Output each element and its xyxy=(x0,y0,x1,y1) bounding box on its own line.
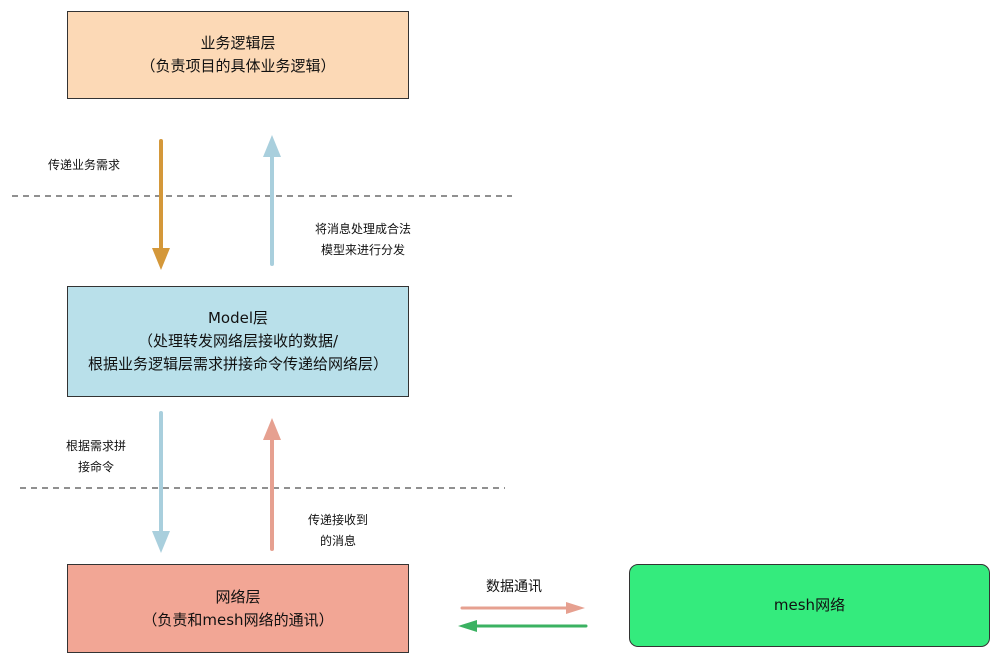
arrow-right-network-to-mesh xyxy=(460,602,585,614)
arrow-down-model-to-network xyxy=(152,411,170,553)
arrow-up-model-to-business xyxy=(263,135,281,266)
network-layer-title: 网络层 xyxy=(215,587,261,606)
label-pass-business-request: 传递业务需求 xyxy=(48,158,121,172)
network-layer-subtitle: （负责和mesh网络的通讯） xyxy=(142,610,334,629)
model-layer-box: Model层 （处理转发网络层接收的数据/ 根据业务逻辑层需求拼接命令传递给网络… xyxy=(67,286,409,397)
label-process-message: 将消息处理成合法 模型来进行分发 xyxy=(315,222,412,257)
business-layer-title: 业务逻辑层 xyxy=(200,34,276,52)
label-splice-command: 根据需求拼 接命令 xyxy=(66,439,127,474)
label-data-communication: 数据通讯 xyxy=(486,579,542,595)
arrow-up-network-to-model xyxy=(263,418,281,551)
mesh-network-box: mesh网络 xyxy=(629,564,990,647)
business-layer-subtitle: （负责项目的具体业务逻辑） xyxy=(140,57,336,75)
mesh-network-title: mesh网络 xyxy=(773,596,846,614)
model-layer-desc-line2: 根据业务逻辑层需求拼接命令传递给网络层） xyxy=(87,355,388,373)
model-layer-title: Model层 xyxy=(207,309,269,327)
network-layer-box: 网络层 （负责和mesh网络的通讯） xyxy=(67,564,409,653)
label-pass-received-message: 传递接收到 的消息 xyxy=(308,513,369,548)
arrow-down-business-to-model xyxy=(152,139,170,270)
arrow-left-mesh-to-network xyxy=(458,620,588,632)
business-logic-layer-box: 业务逻辑层 （负责项目的具体业务逻辑） xyxy=(67,11,409,99)
model-layer-desc-line1: （处理转发网络层接收的数据/ xyxy=(137,332,339,350)
